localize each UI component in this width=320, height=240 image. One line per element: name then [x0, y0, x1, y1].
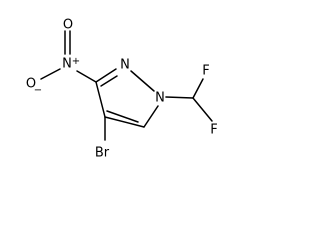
atom-br: Br	[95, 146, 110, 161]
bond-nitro-n-o-left	[40, 68, 61, 80]
bond-chf2-f-top	[192, 78, 204, 99]
chemical-structure: O N + O − N N F F Br	[26, 18, 218, 161]
atom-labels: O N + O − N N F F Br	[26, 18, 218, 161]
charge-plus: +	[72, 56, 80, 67]
bond-n1-chf2	[165, 96, 194, 99]
atom-o-left: O	[26, 77, 36, 92]
atom-n-nitro: N	[62, 57, 72, 72]
atom-n2: N	[120, 58, 130, 73]
bond-c4-c3	[95, 81, 106, 118]
bond-c3-n-nitro	[76, 70, 97, 83]
charge-minus: −	[34, 85, 42, 96]
bond-n2-n1	[130, 70, 155, 92]
atom-n1: N	[155, 91, 165, 106]
bond-c5-c4-b	[106, 110, 139, 123]
bond-chf2-f-bottom	[192, 97, 213, 122]
bond-c3-n2-a	[95, 68, 117, 83]
bond-n1-c5	[143, 105, 159, 128]
atom-o-top: O	[63, 18, 73, 33]
bonds	[40, 30, 213, 141]
bond-c5-c4-a	[104, 116, 145, 128]
bond-c3-n2-b	[100, 75, 118, 87]
atom-f-bottom: F	[210, 123, 217, 138]
atom-f-top: F	[202, 64, 209, 79]
